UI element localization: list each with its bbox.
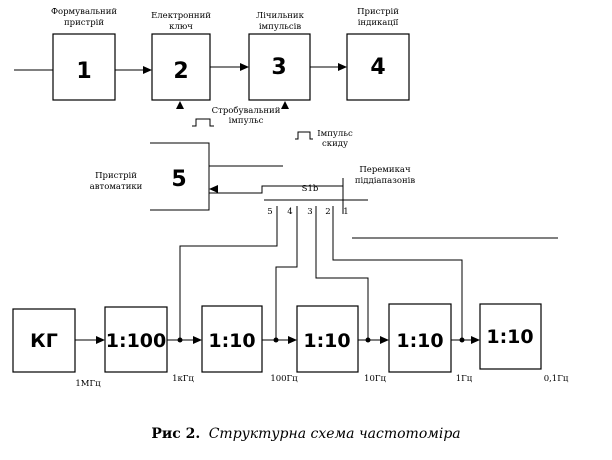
block-1-label-line-2: пристрій (64, 18, 104, 28)
reset-label-line-1: Імпульс (317, 129, 353, 139)
block-3-number: 3 (271, 55, 286, 80)
block-4-number: 4 (370, 55, 385, 80)
junction-dot-1 (177, 337, 183, 343)
switch-label: Перемикач піддіапазонів (355, 165, 416, 186)
block-3: 3 (248, 33, 311, 101)
divider-box-4 (388, 303, 452, 373)
junction-dot-4 (459, 337, 465, 343)
block-2: 2 (151, 33, 211, 101)
switch-lead-4 (275, 206, 298, 340)
switch-lead-5 (179, 206, 278, 340)
block-1: 1 (52, 33, 116, 101)
block-4-label-line-2: індикації (358, 18, 399, 28)
divider-block-2: 1:10 (201, 305, 263, 373)
strobe-label-line-2: імпульс (229, 116, 264, 126)
chain-arrow-1 (96, 336, 105, 344)
strobe-label-line-1: Стробувальний (212, 105, 281, 116)
switch-position-4: 4 (287, 207, 292, 217)
switch-lead-2 (332, 206, 463, 340)
reset-label: Імпульс скиду (317, 129, 353, 149)
block-5-number: 5 (171, 167, 186, 192)
reset-arrow (281, 101, 289, 109)
feedback-arrow (209, 185, 218, 193)
switch-lead-3 (315, 206, 369, 340)
arrow-1-2 (143, 66, 152, 74)
switch-position-5: 5 (267, 207, 272, 217)
strobe-arrow (176, 101, 184, 109)
frequency-label-3: 100Гц (270, 374, 298, 384)
block-4: 4 (346, 33, 410, 101)
chain-arrow-4 (380, 336, 389, 344)
block-1-label: Формувальний пристрій (51, 7, 117, 28)
automation-label: Пристрій автоматики (90, 171, 143, 192)
junction-dot-3 (365, 337, 371, 343)
divider-box-3 (296, 305, 359, 373)
block-5-frame (150, 142, 210, 211)
block-1-box (52, 33, 116, 101)
frequency-label-4: 10Гц (364, 374, 386, 384)
divider-ratio-3: 1:10 (303, 330, 350, 352)
divider-ratio-5: 1:10 (486, 326, 533, 348)
block-1-label-line-1: Формувальний (51, 7, 117, 17)
divider-block-1: 1:100 (104, 306, 168, 373)
block-3-label-line-1: Лічильник (256, 11, 304, 21)
automation-label-line-2: автоматики (90, 182, 143, 192)
divider-box-1 (104, 306, 168, 373)
junction-dot-2 (273, 337, 279, 343)
block-3-label-line-2: імпульсів (259, 22, 302, 32)
chain-arrow-3 (288, 336, 297, 344)
frequency-label-6: 0,1Гц (544, 374, 569, 384)
block-1-number: 1 (76, 59, 91, 84)
switch-label-line-1: Перемикач (359, 165, 411, 175)
block-4-label-line-1: Пристрій (357, 7, 399, 17)
generator-block: КГ (12, 308, 76, 373)
chain-arrow-5 (471, 336, 480, 344)
figure-caption: Рис 2. Структурна схема частотоміра (0, 426, 612, 442)
block-3-box (248, 33, 311, 101)
switch-code: S1b (302, 184, 319, 194)
strobe-pulse-symbol (192, 118, 214, 127)
chain-arrow-2 (193, 336, 202, 344)
reset-pulse-symbol (295, 131, 313, 140)
divider-block-5: 1:10 (479, 303, 542, 370)
reset-label-line-2: скиду (322, 139, 348, 149)
divider-ratio-4: 1:10 (396, 330, 443, 352)
block-2-label-line-1: Електронний (151, 11, 211, 21)
frequency-label-5: 1Гц (456, 374, 473, 384)
generator-label: КГ (30, 330, 58, 352)
switch-position-1: 1 (343, 207, 348, 217)
frequency-label-1: 1МГц (75, 379, 101, 389)
block-2-box (151, 33, 211, 101)
frequency-label-2: 1кГц (172, 374, 194, 384)
block-2-number: 2 (173, 59, 188, 84)
strobe-label: Стробувальний імпульс (212, 105, 281, 126)
divider-ratio-2: 1:10 (208, 330, 255, 352)
block-4-label: Пристрій індикації (357, 7, 399, 28)
block-3-label: Лічильник імпульсів (256, 11, 304, 32)
block-2-label-line-2: ключ (169, 22, 193, 32)
caption-text: Структурна схема частотоміра (208, 426, 461, 442)
divider-box-5 (479, 303, 542, 370)
automation-label-line-1: Пристрій (95, 171, 137, 181)
block-2-label: Електронний ключ (151, 11, 211, 32)
arrow-3-4 (338, 63, 347, 71)
divider-ratio-1: 1:100 (106, 330, 166, 352)
divider-block-3: 1:10 (296, 305, 359, 373)
generator-box (12, 308, 76, 373)
divider-box-2 (201, 305, 263, 373)
block-4-box (346, 33, 410, 101)
switch-label-line-2: піддіапазонів (355, 176, 416, 186)
caption-number: Рис 2. (151, 426, 201, 442)
switch-feedback-line (209, 185, 343, 194)
switch-position-3: 3 (307, 207, 312, 217)
divider-block-4: 1:10 (388, 303, 452, 373)
switch-position-2: 2 (325, 207, 330, 217)
arrow-2-3 (240, 63, 249, 71)
